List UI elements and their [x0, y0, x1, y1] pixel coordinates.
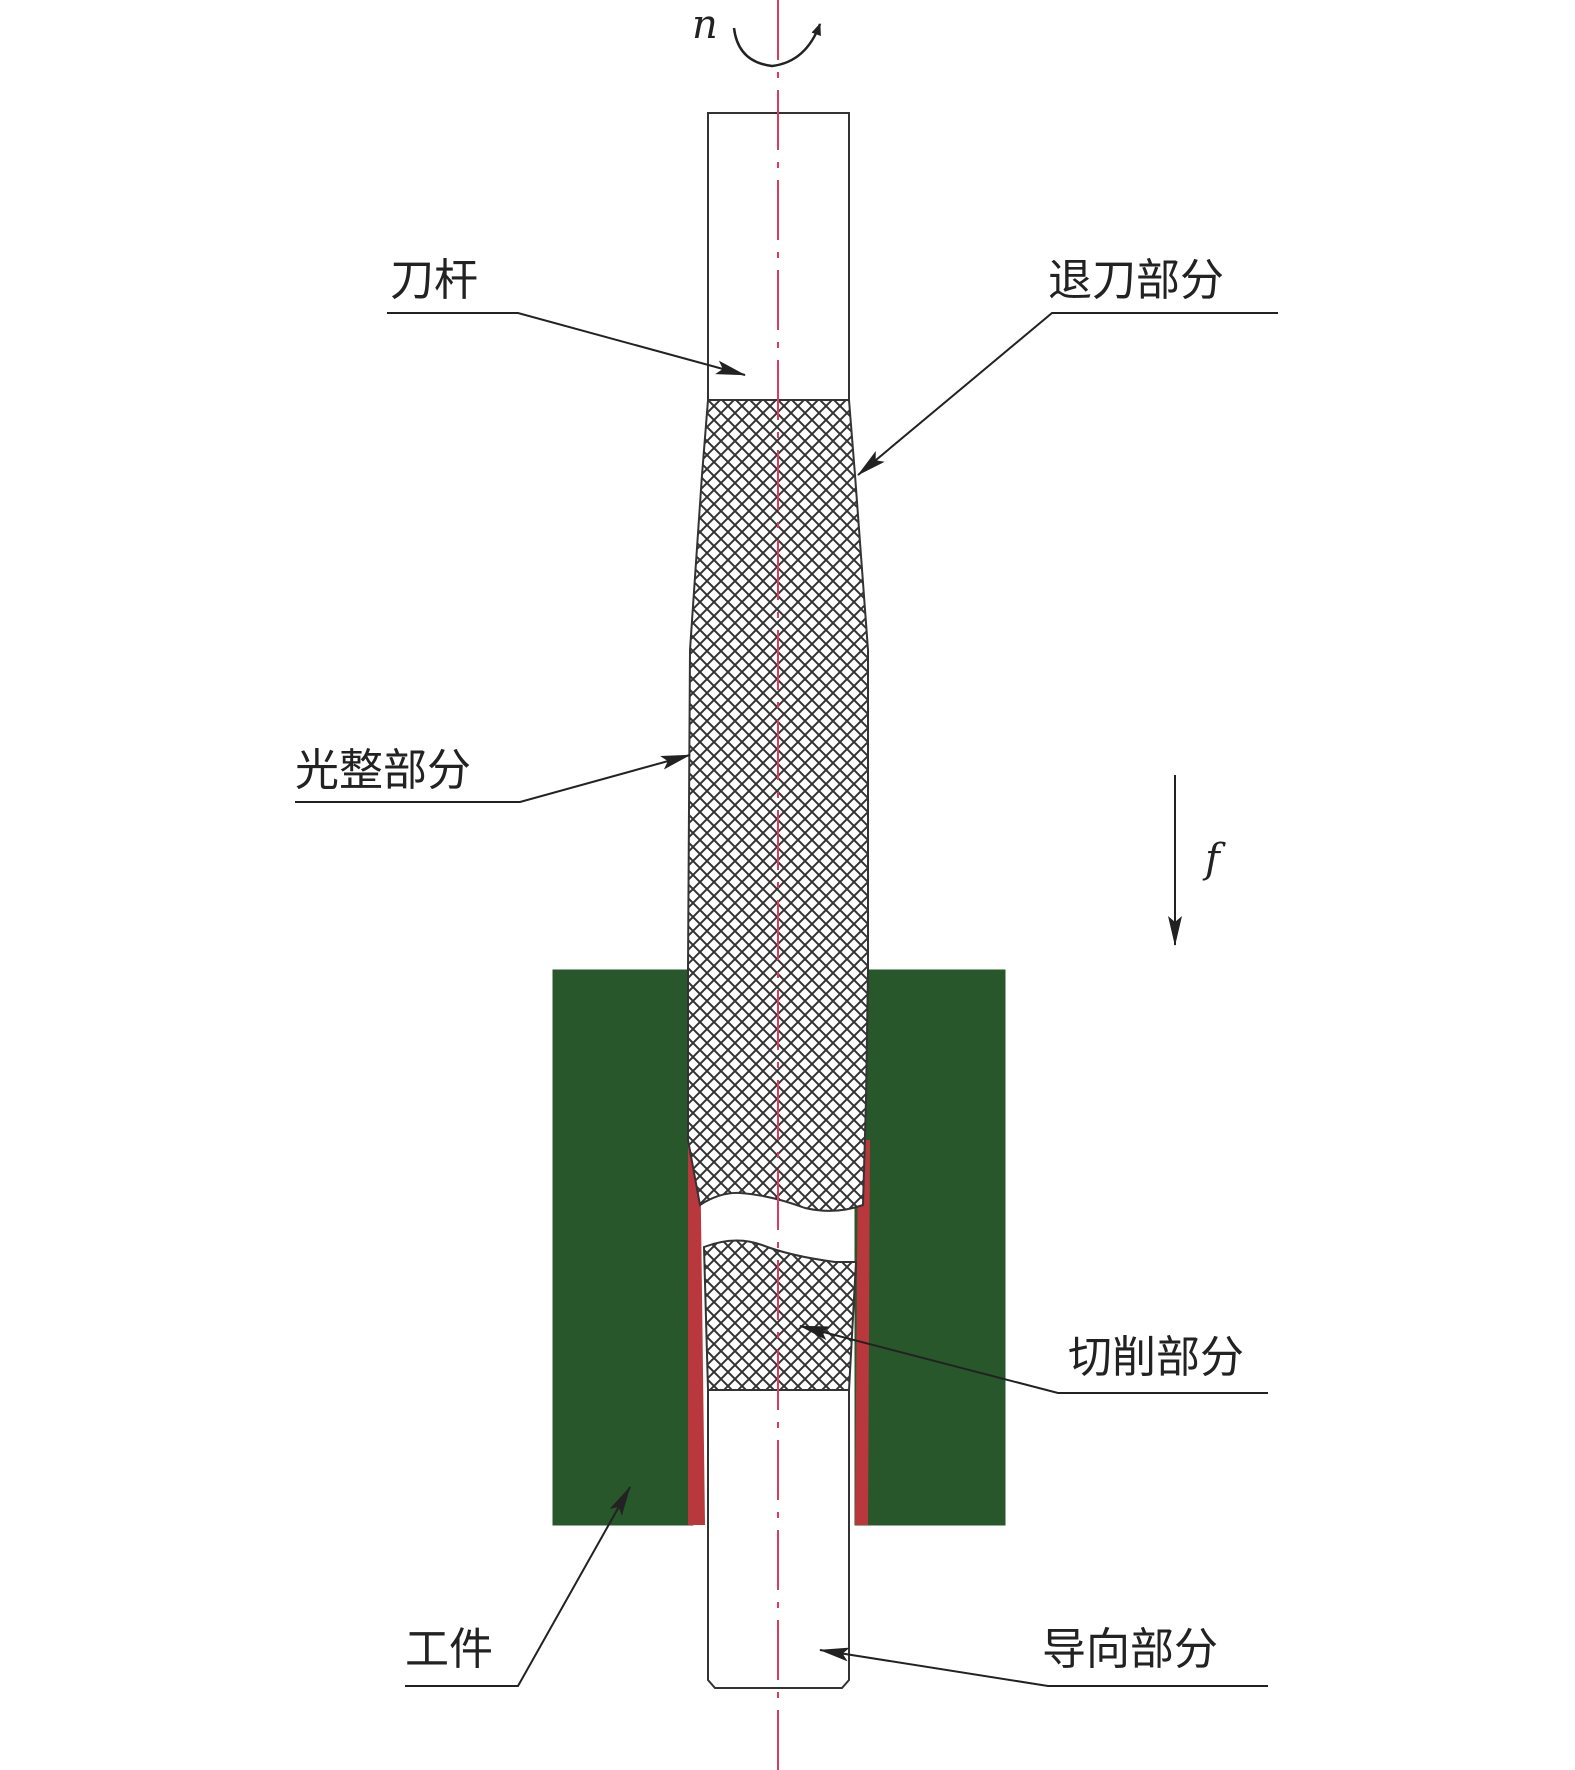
finishing-leader — [295, 754, 691, 803]
rotation-symbol: n — [692, 2, 718, 48]
retract-leader — [857, 312, 1278, 476]
guide-label: 导向部分 — [1042, 1624, 1218, 1675]
workpiece-label: 工件 — [405, 1624, 493, 1675]
shank-label: 刀杆 — [390, 255, 478, 306]
retract-label: 退刀部分 — [1048, 255, 1224, 306]
tool-upper-knurled-body — [687, 399, 869, 1212]
shank-leader — [387, 312, 746, 376]
workpiece-right-block — [854, 969, 1006, 1526]
guide-leader — [819, 1647, 1268, 1687]
rotation-arrow-icon — [732, 23, 822, 68]
tool-cutting-knurled-body — [702, 1239, 858, 1391]
cutting-leader — [799, 1325, 1268, 1394]
contact-strip-left — [688, 1140, 705, 1525]
finishing-label: 光整部分 — [295, 745, 471, 796]
cutting-label: 切削部分 — [1068, 1332, 1244, 1383]
workpiece-left-block — [552, 969, 694, 1526]
feed-symbol: f — [1202, 836, 1226, 882]
workpiece-leader — [405, 1486, 631, 1687]
contact-strip-right — [855, 1140, 870, 1525]
